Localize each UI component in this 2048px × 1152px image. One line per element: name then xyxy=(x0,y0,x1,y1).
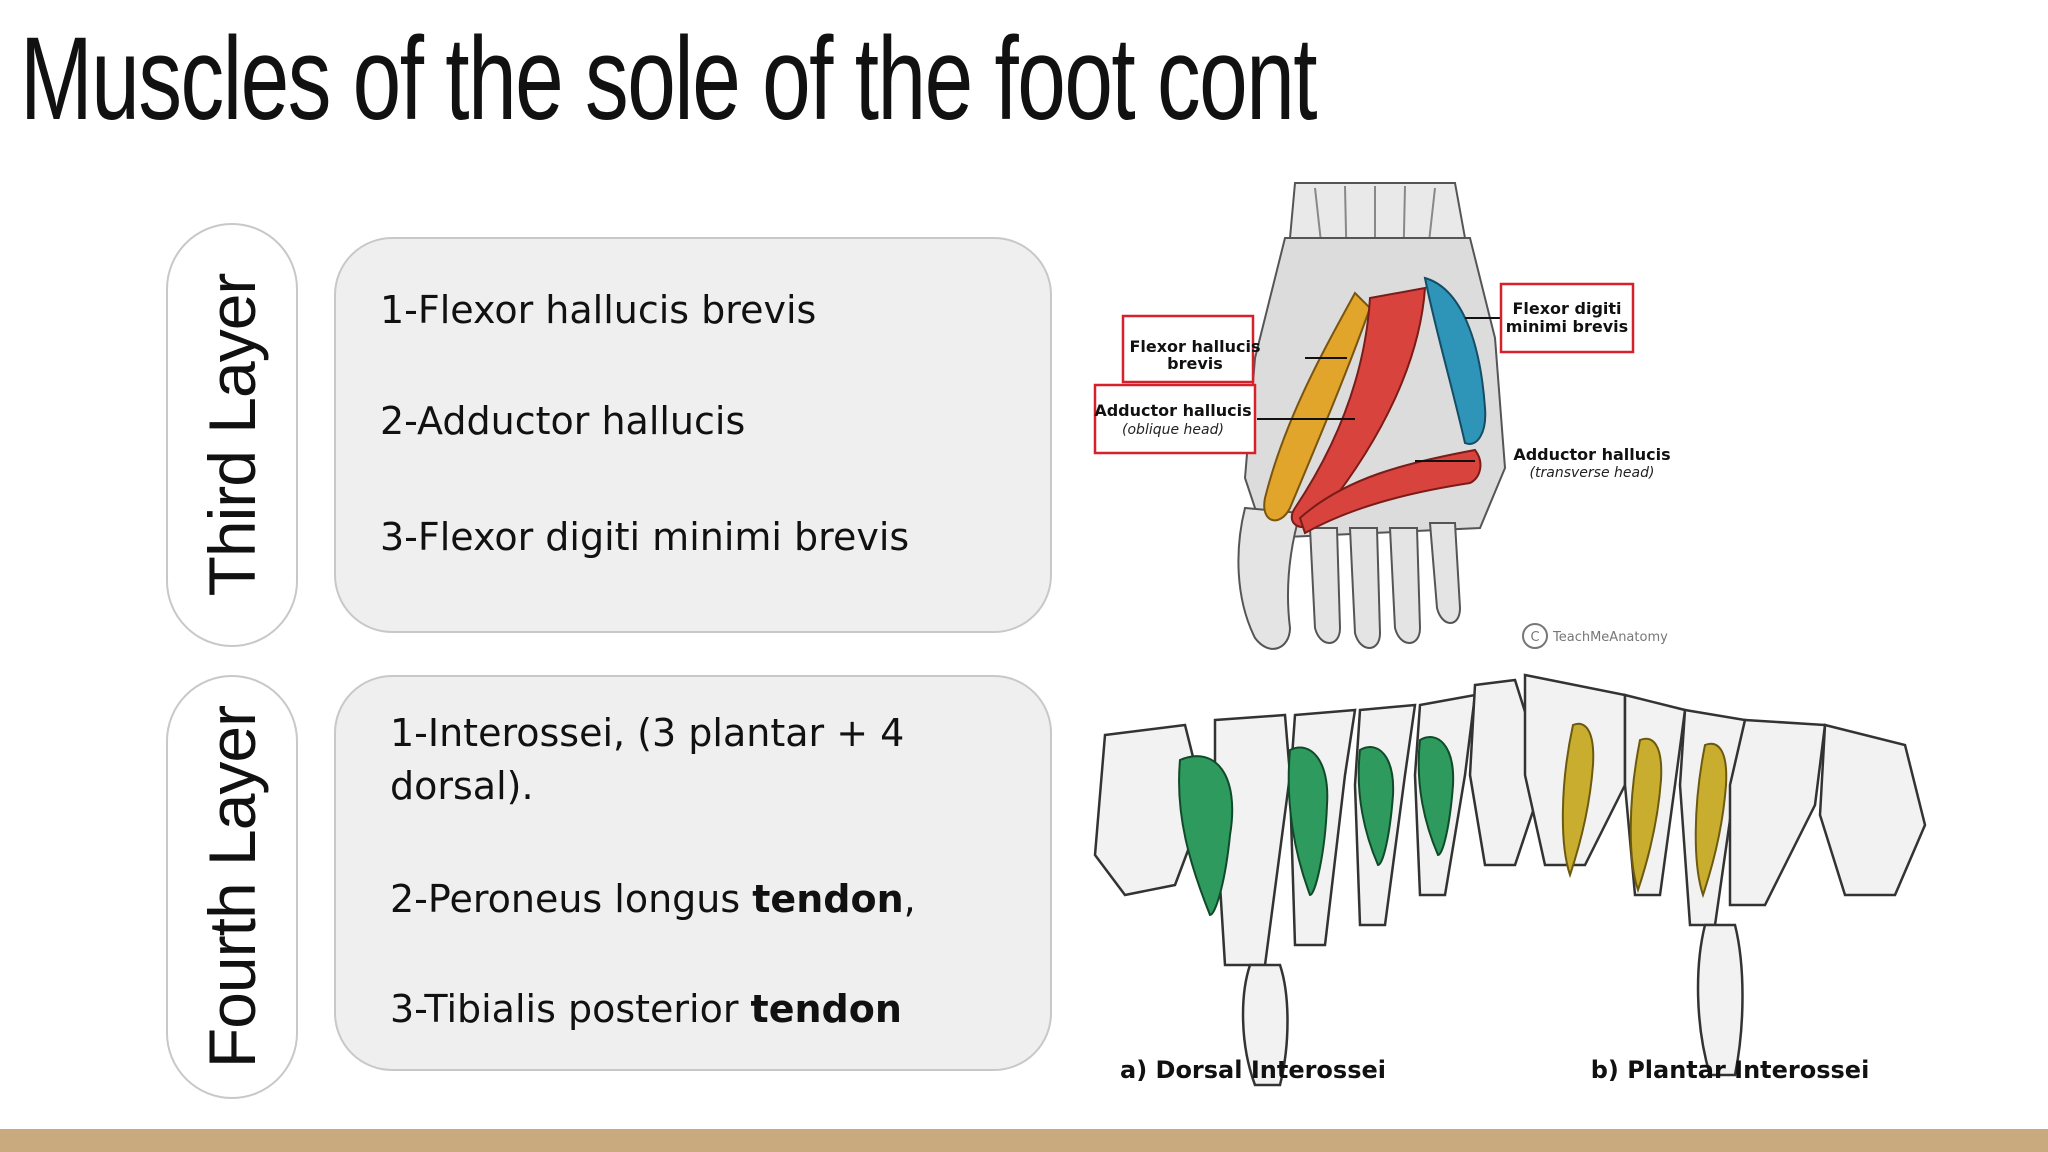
dorsal-interossei-caption: a) Dorsal Interossei xyxy=(1120,1056,1386,1084)
third-layer-item-3: 3-Flexor digiti minimi brevis xyxy=(380,515,910,559)
fourth-layer-item-1-line-1: 1-Interossei, (3 plantar + 4 xyxy=(390,711,905,755)
label-fhb-line-2: brevis xyxy=(1167,354,1223,373)
label-fdmb-line-1: Flexor digiti xyxy=(1512,299,1621,318)
fourth-layer-label-text: Fourth Layer xyxy=(195,705,269,1069)
label-adductor-transverse-line-2: (transverse head) xyxy=(1530,465,1655,481)
fourth-layer-item-2-text: 2-Peroneus longus xyxy=(390,877,753,921)
fourth-layer-item-1: 1-Interossei, (3 plantar + 4 dorsal). xyxy=(390,707,904,813)
flexor-digiti-minimi-muscle xyxy=(1423,276,1487,445)
fourth-layer-item-2-bold: tendon xyxy=(752,877,904,921)
dorsal-bones xyxy=(1093,678,1547,1087)
third-layer-item-2: 2-Adductor hallucis xyxy=(380,399,746,443)
label-fdmb-line-2: minimi brevis xyxy=(1506,317,1628,336)
plantar-interossei-diagram xyxy=(1523,673,1927,1077)
dorsal-interossei-muscles xyxy=(1178,736,1455,917)
fourth-layer-item-3: 3-Tibialis posterior tendon xyxy=(390,983,902,1036)
third-layer-item-1: 1-Flexor hallucis brevis xyxy=(380,288,817,332)
fourth-layer-item-3-text: 3-Tibialis posterior xyxy=(390,987,751,1031)
interossei-figure: a) Dorsal Interossei b) Plantar Inteross… xyxy=(1093,673,1927,1087)
toe-bones xyxy=(1237,506,1462,650)
copyright-icon xyxy=(1522,623,1548,649)
third-layer-label: Third Layer xyxy=(166,223,298,647)
fourth-layer-item-2: 2-Peroneus longus tendon, xyxy=(390,873,916,926)
copyright-glyph: C xyxy=(1530,630,1539,645)
fourth-layer-label: Fourth Layer xyxy=(166,675,298,1099)
tendon-lines xyxy=(1314,185,1436,279)
watermark-text: TeachMeAnatomy xyxy=(1552,630,1668,645)
fourth-layer-box: 1-Interossei, (3 plantar + 4 dorsal). 2-… xyxy=(334,675,1052,1071)
label-adductor-oblique-line-1: Adductor hallucis xyxy=(1094,401,1251,420)
footer-band xyxy=(0,1129,2048,1152)
label-box-adductor-oblique xyxy=(1093,383,1257,455)
adductor-oblique-muscle xyxy=(1290,286,1427,528)
flexor-hallucis-brevis-muscle xyxy=(1263,291,1372,522)
label-fhb-line-1: Flexor hallucis xyxy=(1129,337,1260,356)
dorsal-interossei-diagram xyxy=(1093,678,1547,1087)
adductor-transverse-muscle xyxy=(1298,448,1482,535)
plantar-interossei-caption: b) Plantar Interossei xyxy=(1591,1056,1870,1084)
fourth-layer-item-3-bold: tendon xyxy=(750,987,902,1031)
plantar-interossei-muscles xyxy=(1561,722,1728,899)
foot-muscles-figure: Flexor hallucis brevis Adductor hallucis… xyxy=(1093,182,1671,650)
label-adductor-transverse-line-1: Adductor hallucis xyxy=(1513,445,1670,464)
label-box-fdmb xyxy=(1499,282,1635,354)
third-layer-box: 1-Flexor hallucis brevis 2-Adductor hall… xyxy=(334,237,1052,633)
label-box-fhb xyxy=(1121,314,1255,384)
fourth-layer-item-1-line-2: dorsal). xyxy=(390,764,534,809)
slide-title: Muscles of the sole of the foot cont xyxy=(20,13,1318,145)
fourth-layer-item-2-suffix: , xyxy=(903,877,916,921)
third-layer-label-text: Third Layer xyxy=(195,273,269,597)
label-adductor-oblique-line-2: (oblique head) xyxy=(1122,422,1224,438)
